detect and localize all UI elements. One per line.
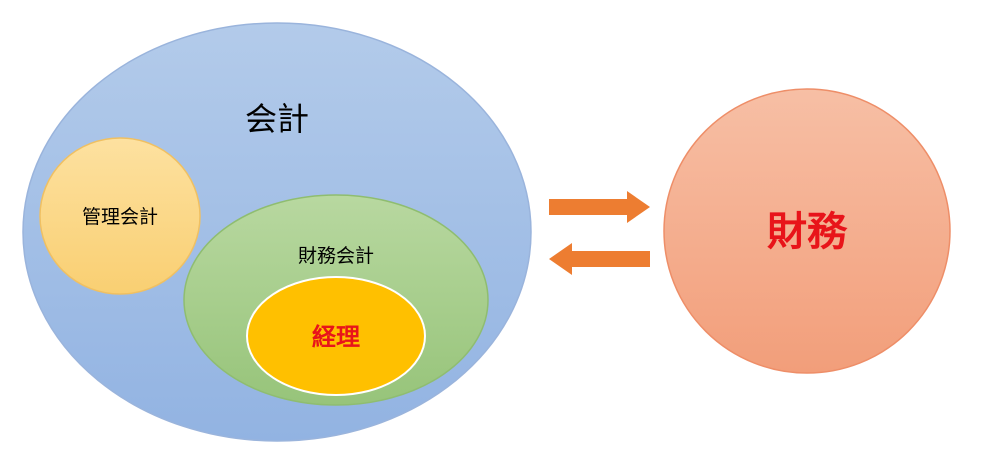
finance-label: 財務 [767, 209, 848, 255]
bookkeeping-label: 経理 [312, 323, 360, 351]
arrow-right-icon [549, 191, 650, 223]
arrow-left-icon [549, 243, 650, 275]
bookkeeping-ellipse [246, 276, 426, 396]
accounting-label: 会計 [245, 100, 309, 138]
finance-circle [663, 88, 951, 374]
financial-accounting-label: 財務会計 [298, 245, 374, 267]
management-accounting-circle [39, 137, 201, 295]
management-accounting-label: 管理会計 [82, 206, 158, 228]
